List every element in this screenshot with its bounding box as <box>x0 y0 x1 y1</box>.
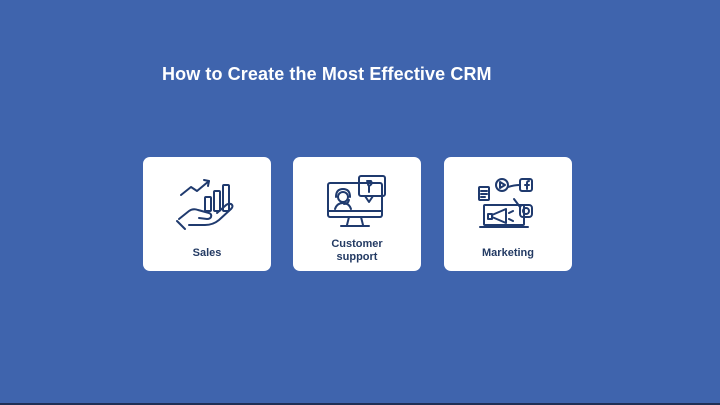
slide-title: How to Create the Most Effective CRM <box>162 64 492 84</box>
laptop-megaphone-social-icon <box>478 178 533 228</box>
card-label-marketing: Marketing <box>482 247 534 259</box>
card-sales: Sales <box>143 157 271 271</box>
monitor-headset-support-icon <box>327 175 386 227</box>
card-label-line1: Customer <box>331 238 383 250</box>
hand-growth-chart-icon <box>176 179 234 230</box>
card-label-line2: support <box>336 251 378 263</box>
card-label-sales: Sales <box>192 247 222 259</box>
card-label-customer-support: Customer support <box>293 238 421 264</box>
card-marketing: Marketing <box>444 157 572 271</box>
card-customer-support: Customer support <box>293 157 421 271</box>
